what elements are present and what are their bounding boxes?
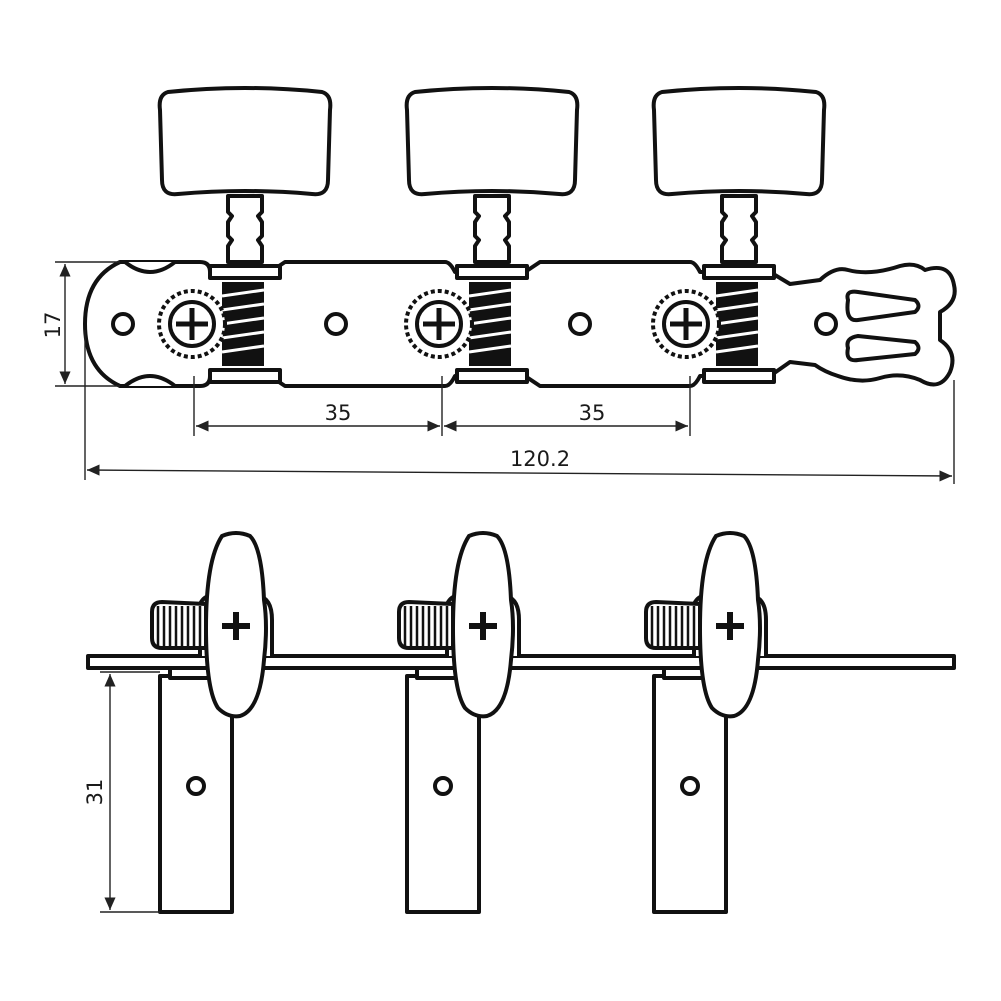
bushing-bottom [208, 368, 282, 384]
screw-hole [814, 312, 838, 336]
tuner-side [646, 533, 766, 912]
tuner-side [399, 533, 519, 912]
post-hole [186, 776, 206, 796]
dim-plate-height: 17 [41, 312, 65, 339]
dim-spacing-left: 35 [325, 401, 352, 425]
screw-hole [324, 312, 348, 336]
dim-spacing-right: 35 [579, 401, 606, 425]
screw-hole [111, 312, 135, 336]
tuner-button [157, 86, 333, 197]
dim-total-length: 120.2 [510, 447, 570, 471]
bushing-top [208, 264, 282, 280]
tuner-side [150, 531, 274, 914]
knurled-wheel [150, 600, 208, 650]
tuner-top [157, 86, 333, 384]
top-view: 17 35 35 120.2 [41, 86, 957, 484]
end-slot-lower [845, 334, 921, 363]
end-slot-upper [845, 289, 921, 323]
left-end-notch-top [123, 260, 177, 274]
side-view: 31 [83, 531, 956, 914]
screw-hole [568, 312, 592, 336]
left-end-notch-bottom [123, 374, 177, 388]
dim-roller-length: 31 [83, 779, 107, 806]
tuner-shaft [226, 194, 264, 264]
